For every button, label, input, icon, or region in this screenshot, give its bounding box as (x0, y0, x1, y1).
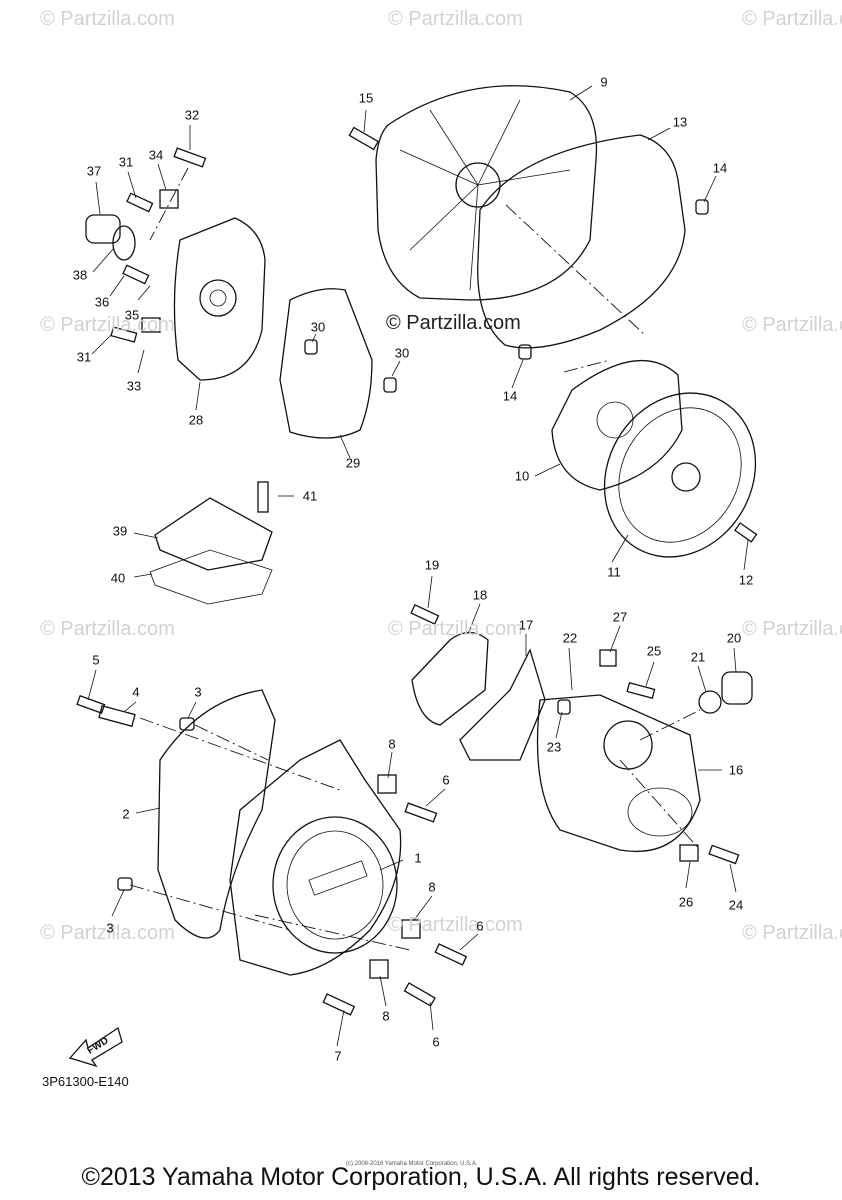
part-label: 31 (118, 154, 134, 170)
part-label: 28 (188, 412, 204, 428)
watermark-bottom-left: © Partzilla.com (40, 922, 175, 944)
watermark-bottom-center: © Partzilla.com (388, 914, 523, 936)
part-label: 31 (76, 349, 92, 365)
breather-cover-drawing (149, 497, 273, 605)
cover-plate-drawing (603, 392, 757, 558)
bolt-drawings (76, 126, 758, 1016)
part-label: 30 (310, 319, 326, 335)
o-ring-drawing (112, 225, 136, 261)
crankcase-gasket-drawing (279, 288, 373, 439)
center-watermark: © Partzilla.com (386, 312, 521, 334)
watermark-top-left: © Partzilla.com (40, 8, 175, 30)
part-label: 11 (607, 564, 621, 580)
watermark-bottom-right: © Partzilla.com (742, 922, 842, 944)
watermark-lower-left: © Partzilla.com (40, 618, 175, 640)
part-label: 3 (194, 684, 202, 700)
part-label: 6 (476, 918, 484, 934)
part-label: 30 (394, 345, 410, 361)
part-label: 6 (442, 772, 450, 788)
copyright-notice: ©2013 Yamaha Motor Corporation, U.S.A. A… (81, 1163, 761, 1191)
part-label: 32 (184, 107, 200, 123)
part-label: 16 (728, 762, 744, 778)
part-label: 21 (690, 649, 706, 665)
watermark-mid-left: © Partzilla.com (40, 314, 175, 336)
part-label: 34 (148, 147, 164, 163)
part-label: 6 (432, 1034, 440, 1050)
part-label: 12 (738, 572, 754, 588)
watermark-mid-right: © Partzilla.com (742, 314, 842, 336)
part-label: 40 (110, 570, 126, 586)
small-print: (c) 2008-2016 Yamaha Motor Corporation, … (346, 1161, 478, 1167)
part-label: 8 (388, 736, 396, 752)
guide-drawing (411, 631, 489, 726)
part-label: 23 (546, 739, 562, 755)
part-label: 5 (92, 652, 100, 668)
part-label: 38 (72, 267, 88, 283)
part-label: 10 (514, 468, 530, 484)
diagram-code: 3P61300-E140 (42, 1074, 129, 1089)
fwd-arrow (68, 1026, 123, 1068)
part-label: 41 (302, 488, 318, 504)
part-label: 33 (126, 378, 142, 394)
part-label: 36 (94, 294, 110, 310)
part-label: 37 (86, 163, 102, 179)
part-label: 3 (106, 920, 114, 936)
part-label: 7 (334, 1048, 342, 1064)
part-label: 4 (132, 684, 140, 700)
watermark-top-right: © Partzilla.com (742, 8, 842, 30)
part-label: 18 (472, 587, 488, 603)
part-label: 22 (562, 630, 578, 646)
part-label: 24 (728, 897, 744, 913)
clutch-cover-drawing (375, 85, 598, 301)
part-label: 35 (124, 307, 140, 323)
watermark-lower-right: © Partzilla.com (742, 618, 842, 640)
part-label: 39 (112, 523, 128, 539)
bracket-drawing (459, 648, 546, 761)
watermark-lower-center: © Partzilla.com (388, 618, 523, 640)
part-label: 2 (122, 806, 130, 822)
part-label: 20 (726, 630, 742, 646)
leader-lines (87, 85, 749, 1047)
watermark-top-center: © Partzilla.com (388, 8, 523, 30)
rotor-drawing (551, 359, 683, 491)
part-label: 13 (672, 114, 688, 130)
oil-pump-cover-drawing (173, 217, 266, 381)
center-lines (129, 167, 701, 951)
generator-cover-drawing (157, 689, 402, 976)
plug-drawing (85, 214, 121, 244)
pickup-cover-drawing (536, 694, 701, 852)
part-label: 25 (646, 643, 662, 659)
part-label: 14 (712, 160, 728, 176)
part-label: 9 (600, 74, 608, 90)
part-label: 17 (518, 617, 534, 633)
part-label: 27 (612, 609, 628, 625)
part-label: 29 (345, 455, 361, 471)
part-label: 8 (382, 1008, 390, 1024)
clutch-gasket-drawing (477, 134, 686, 349)
washer-drawing (698, 690, 722, 714)
part-label: 8 (428, 879, 436, 895)
dowel-drawings (98, 189, 709, 979)
part-label: 1 (414, 850, 422, 866)
filler-plug-drawing (721, 671, 753, 705)
part-label: 14 (502, 388, 518, 404)
part-label: 19 (424, 557, 440, 573)
part-label: 26 (678, 894, 694, 910)
part-label: 15 (358, 90, 374, 106)
